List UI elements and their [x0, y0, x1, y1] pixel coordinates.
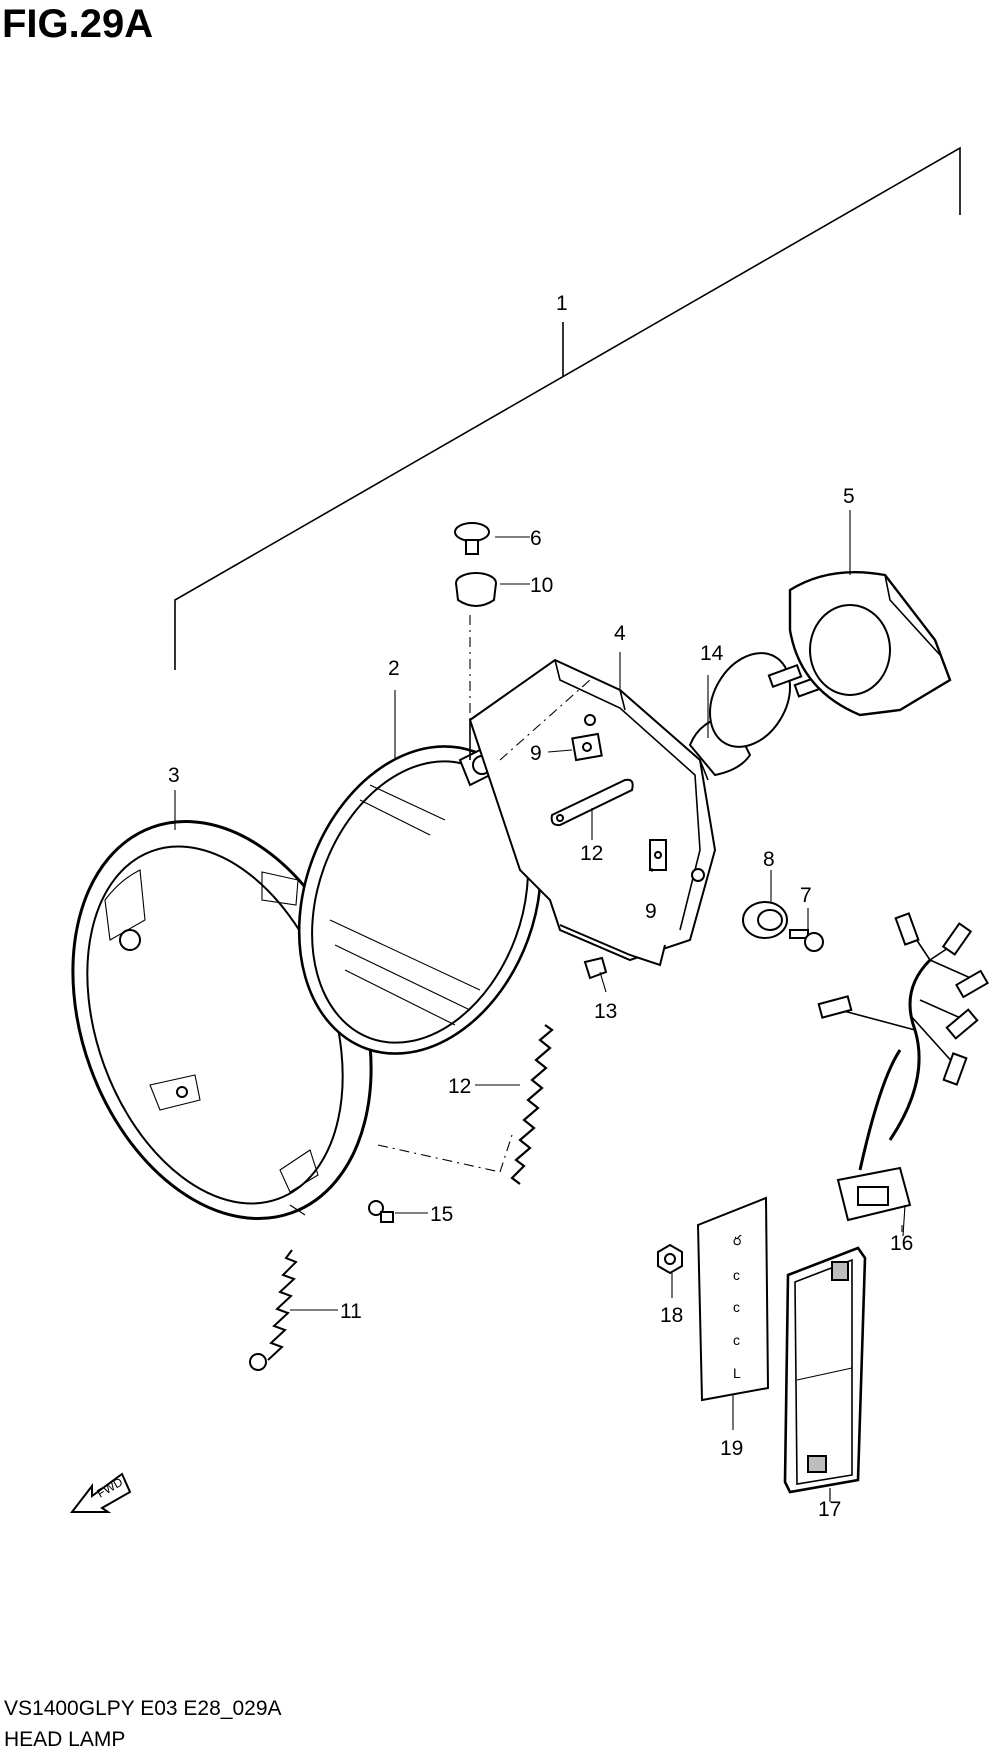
svg-text:L: L [733, 1365, 741, 1381]
callout-9a: 9 [530, 742, 542, 765]
spring-12-lower [510, 1024, 554, 1185]
callout-16: 16 [890, 1232, 913, 1255]
leader-lines [174, 510, 906, 1502]
svg-text:c: c [733, 1299, 740, 1315]
svg-text:ర: ర [733, 1232, 742, 1248]
screw-15 [368, 1200, 394, 1223]
model-code: VS1400GLPY E03 E28_029A [4, 1697, 282, 1720]
callout-14: 14 [700, 642, 724, 665]
figure-title: FIG.29A [2, 2, 154, 46]
adjusting-screw-11 [249, 1249, 298, 1371]
forward-direction-arrow: FWD [69, 1472, 132, 1513]
callout-8: 8 [763, 848, 775, 871]
callout-18: 18 [660, 1304, 683, 1327]
callout-19: 19 [720, 1437, 743, 1460]
nut-18 [657, 1243, 683, 1275]
callout-13: 13 [594, 1000, 617, 1023]
clip-9a [571, 732, 603, 762]
callout-17: 17 [818, 1498, 841, 1521]
callout-11: 11 [340, 1300, 362, 1323]
bulb-14 [688, 652, 827, 777]
callout-12a: 12 [580, 842, 603, 865]
reflector-plate-19: ర c c c L [696, 1196, 770, 1402]
callout-4: 4 [614, 622, 626, 645]
screw-7 [789, 929, 824, 952]
callout-2: 2 [388, 657, 400, 680]
callout-5: 5 [843, 485, 855, 508]
callout-1: 1 [556, 292, 568, 315]
reflector-17 [783, 1246, 867, 1494]
callout-6: 6 [530, 527, 542, 550]
callout-9b: 9 [645, 900, 657, 923]
wiring-harness-16 [817, 912, 989, 1222]
diagram-caption: HEAD LAMP [4, 1728, 126, 1751]
svg-text:c: c [733, 1332, 740, 1348]
clip-9b [649, 839, 667, 871]
headlamp-rim-3 [71, 820, 373, 1220]
dust-cover-5 [788, 570, 952, 717]
callout-3: 3 [168, 764, 180, 787]
callout-7: 7 [800, 884, 812, 907]
screw-6 [454, 522, 490, 555]
callout-10: 10 [530, 574, 553, 597]
assembly-bracket-1 [174, 146, 961, 670]
spring-12-upper [550, 778, 634, 827]
callout-numbers: 1 2 3 4 5 6 7 8 9 9 10 11 12 12 13 14 15… [168, 292, 913, 1521]
nut-13 [583, 956, 608, 980]
svg-text:c: c [733, 1267, 740, 1283]
callout-12b: 12 [448, 1075, 471, 1098]
grommet-10 [455, 572, 497, 607]
grommet-8 [742, 901, 788, 939]
headlamp-unit-2 [297, 743, 543, 1055]
callout-15: 15 [430, 1203, 453, 1226]
